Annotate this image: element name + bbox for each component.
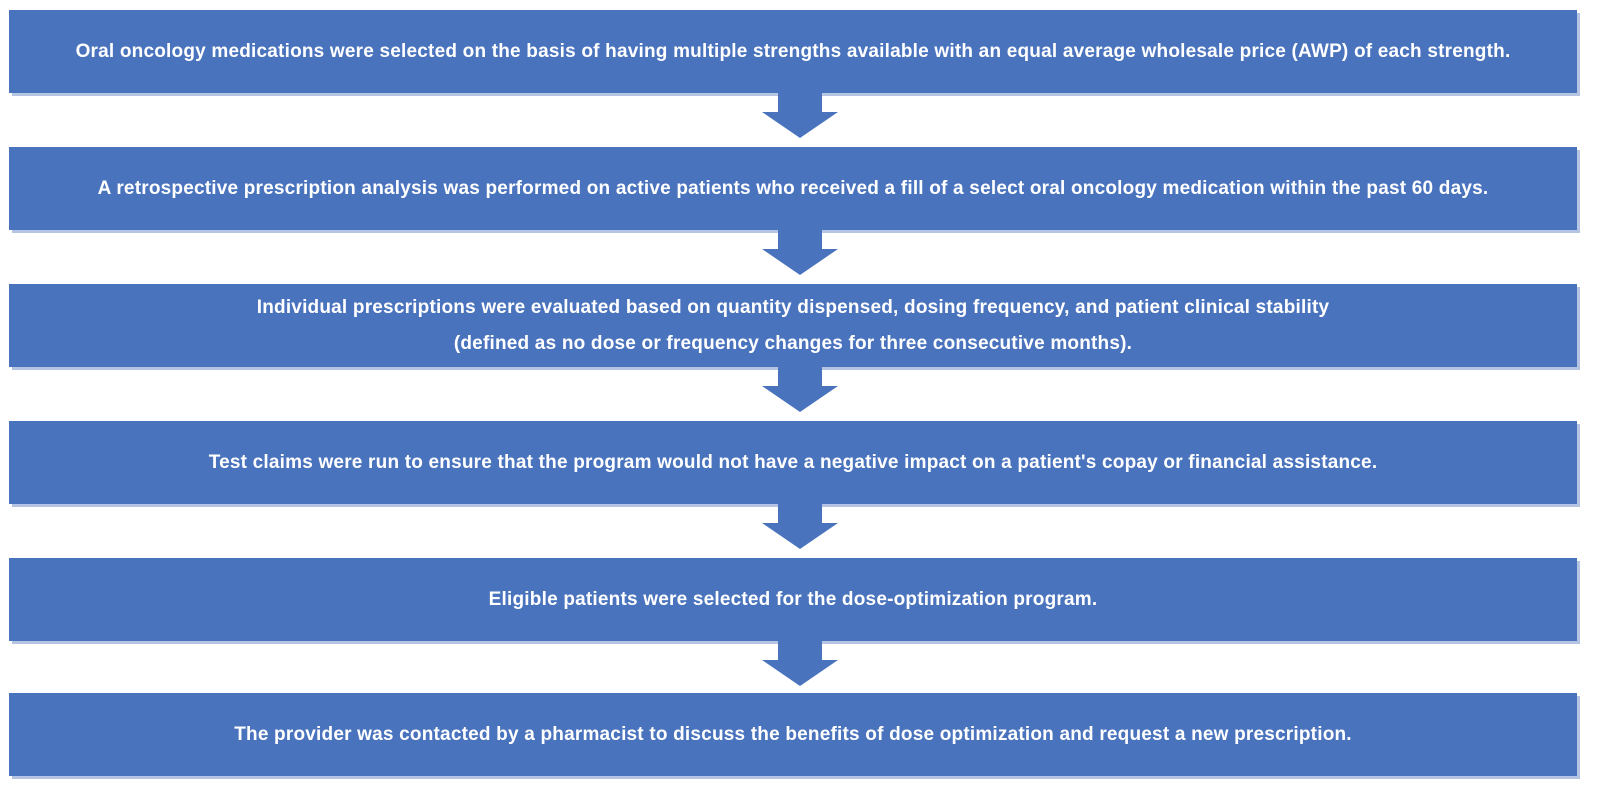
flow-step-5-text: Eligible patients were selected for the … [488,588,1098,610]
flow-step-3-text-line-1: Individual prescriptions were evaluated … [256,296,1330,318]
flow-step-2: A retrospective prescription analysis wa… [9,147,1577,230]
down-arrow-icon [762,366,838,412]
flow-step-6: The provider was contacted by a pharmaci… [9,693,1577,776]
down-arrow-icon [762,92,838,138]
flow-step-2-text: A retrospective prescription analysis wa… [97,177,1489,199]
flow-step-4: Test claims were run to ensure that the … [9,421,1577,504]
flow-step-3-text-line-2: (defined as no dose or frequency changes… [453,332,1133,354]
flow-step-4-text: Test claims were run to ensure that the … [208,451,1378,473]
flow-step-1: Oral oncology medications were selected … [9,10,1577,93]
down-arrow-icon [762,503,838,549]
flow-step-5: Eligible patients were selected for the … [9,558,1577,641]
flow-step-6-text: The provider was contacted by a pharmaci… [234,723,1352,745]
down-arrow-icon [762,640,838,686]
flow-step-1-text: Oral oncology medications were selected … [75,40,1511,62]
down-arrow-icon [762,229,838,275]
flow-step-3: Individual prescriptions were evaluated … [9,284,1577,367]
